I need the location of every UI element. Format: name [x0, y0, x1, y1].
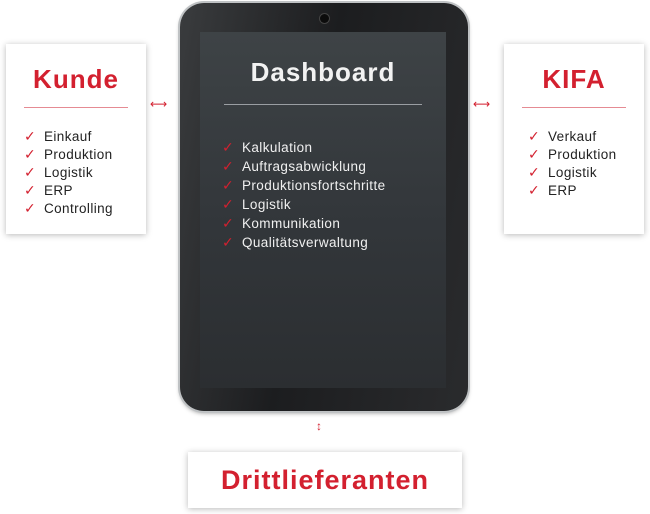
- list-item: ✓ Verkauf: [528, 127, 644, 145]
- list-item: ✓ Logistik: [222, 195, 446, 214]
- check-icon: ✓: [24, 163, 37, 180]
- check-icon: ✓: [24, 181, 37, 198]
- check-icon: ✓: [24, 199, 37, 216]
- list-item-label: Qualitätsverwaltung: [242, 235, 369, 250]
- kifa-card: KIFA ✓ Verkauf ✓ Produktion ✓ Logistik ✓ ERP: [504, 44, 644, 234]
- list-item-label: Produktion: [548, 146, 617, 162]
- kifa-list: ✓ Verkauf ✓ Produktion ✓ Logistik ✓ ERP: [528, 127, 644, 199]
- list-item: ✓ Einkauf: [24, 127, 146, 145]
- list-item-label: Verkauf: [548, 128, 597, 144]
- kunde-list: ✓ Einkauf ✓ Produktion ✓ Logistik ✓ ERP ✓ Con…: [24, 127, 146, 217]
- kifa-divider: [522, 107, 626, 108]
- camera-icon: [320, 14, 329, 23]
- list-item-label: Logistik: [548, 164, 597, 180]
- dashboard-divider: [224, 104, 422, 105]
- check-icon: ✓: [222, 177, 235, 193]
- list-item: ✓ Logistik: [24, 163, 146, 181]
- list-item-label: Auftragsabwicklung: [242, 159, 367, 174]
- tablet-screen: Dashboard ✓ Kalkulation ✓ Auftragsabwicklu…: [200, 32, 446, 388]
- check-icon: ✓: [528, 127, 541, 144]
- list-item-label: Einkauf: [44, 128, 92, 144]
- list-item-label: Logistik: [44, 164, 93, 180]
- check-icon: ✓: [528, 163, 541, 180]
- list-item: ✓ ERP: [24, 181, 146, 199]
- dashboard-list: ✓ Kalkulation ✓ Auftragsabwicklung ✓ Produk…: [222, 138, 446, 252]
- dashboard-title: Dashboard: [250, 57, 396, 87]
- drittlieferanten-title: Drittlieferanten: [220, 465, 430, 495]
- list-item: ✓ Produktionsfortschritte: [222, 176, 446, 195]
- double-arrow-horizontal-icon: ⟷: [150, 97, 168, 111]
- check-icon: ✓: [24, 127, 37, 144]
- kunde-card: Kunde ✓ Einkauf ✓ Produktion ✓ Logistik ✓ ER…: [6, 44, 146, 234]
- kunde-title: Kunde: [33, 64, 119, 94]
- list-item: ✓ Kommunikation: [222, 214, 446, 233]
- list-item: ✓ Logistik: [528, 163, 644, 181]
- check-icon: ✓: [222, 234, 235, 250]
- tablet-device: Dashboard ✓ Kalkulation ✓ Auftragsabwicklu…: [180, 3, 468, 411]
- list-item: ✓ Produktion: [528, 145, 644, 163]
- list-item-label: Kommunikation: [242, 216, 341, 231]
- check-icon: ✓: [222, 158, 235, 174]
- list-item: ✓ ERP: [528, 181, 644, 199]
- list-item-label: Kalkulation: [242, 140, 313, 155]
- list-item: ✓ Produktion: [24, 145, 146, 163]
- list-item-label: Produktion: [44, 146, 113, 162]
- double-arrow-vertical-icon: ↕: [316, 419, 322, 433]
- kunde-divider: [24, 107, 128, 108]
- check-icon: ✓: [222, 196, 235, 212]
- drittlieferanten-card: Drittlieferanten: [188, 452, 462, 508]
- check-icon: ✓: [528, 181, 541, 198]
- list-item-label: Logistik: [242, 197, 291, 212]
- check-icon: ✓: [222, 139, 235, 155]
- check-icon: ✓: [24, 145, 37, 162]
- list-item-label: Produktionsfortschritte: [242, 178, 386, 193]
- list-item: ✓ Kalkulation: [222, 138, 446, 157]
- kifa-title: KIFA: [542, 64, 606, 94]
- list-item-label: ERP: [44, 182, 73, 198]
- double-arrow-horizontal-icon: ⟷: [473, 97, 491, 111]
- list-item-label: ERP: [548, 182, 577, 198]
- check-icon: ✓: [528, 145, 541, 162]
- list-item: ✓ Controlling: [24, 199, 146, 217]
- list-item-label: Controlling: [44, 200, 113, 216]
- list-item: ✓ Auftragsabwicklung: [222, 157, 446, 176]
- check-icon: ✓: [222, 215, 235, 231]
- list-item: ✓ Qualitätsverwaltung: [222, 233, 446, 252]
